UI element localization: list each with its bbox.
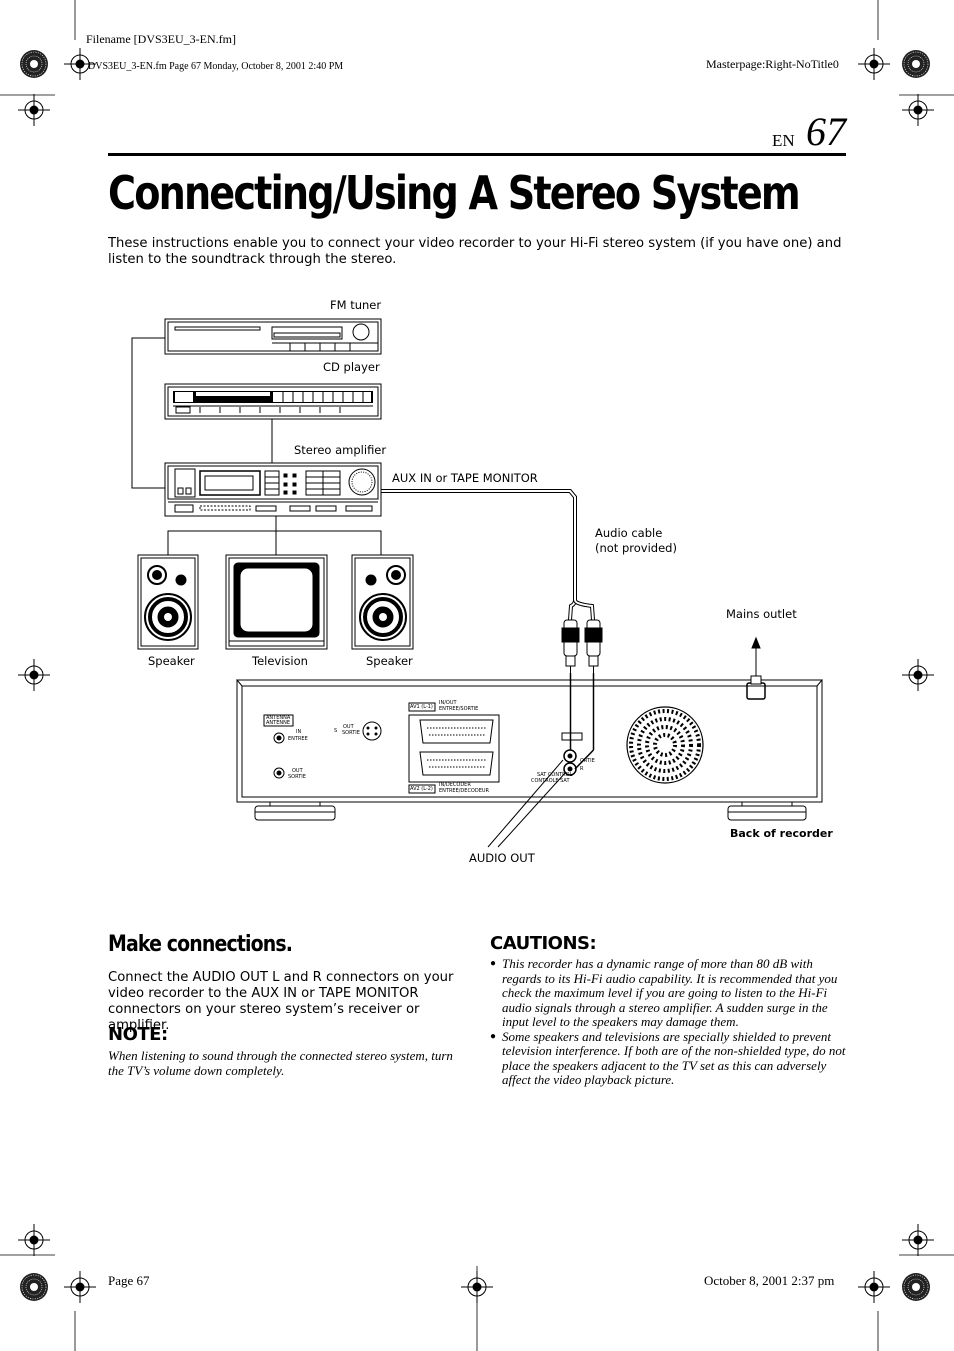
stereo-amplifier: [164, 462, 382, 517]
cd-player: [164, 383, 382, 420]
caution-item: ●This recorder has a dynamic range of mo…: [490, 956, 838, 1029]
cautions-list: ●This recorder has a dynamic range of mo…: [490, 956, 846, 1088]
page-number: 67: [806, 109, 846, 154]
panel-out: OUT: [292, 768, 303, 774]
label-television: Television: [252, 654, 308, 668]
panel-antenne: ANTENNE: [266, 720, 291, 726]
panel-av1: AV1 (L-1): [410, 704, 433, 710]
page-title: Connecting/Using A Stereo System: [108, 166, 801, 220]
recorder-back-drawing: [235, 636, 824, 848]
label-stereo-amplifier: Stereo amplifier: [294, 443, 387, 457]
label-fm-tuner: FM tuner: [330, 298, 382, 312]
panel-sat2: CONTROLE SAT: [531, 778, 570, 784]
make-connections-heading: Make connections.: [108, 932, 293, 957]
label-not-provided: (not provided): [595, 541, 677, 555]
header-lang: EN: [772, 131, 795, 150]
panel-av1-desc1: IN/OUT: [439, 700, 457, 706]
label-audio-out: AUDIO OUT: [469, 851, 535, 865]
header-masterpage: Masterpage:Right-NoTitle0: [706, 57, 839, 71]
panel-sortie: SORTIE: [288, 774, 306, 780]
note-text: When listening to sound through the conn…: [108, 1048, 453, 1078]
label-cd-player: CD player: [323, 360, 380, 374]
panel-entree: ENTREE: [288, 736, 308, 742]
panel-av1-desc2: ENTREE/SORTIE: [439, 706, 479, 712]
panel-in: IN: [296, 729, 302, 735]
label-speaker-right: Speaker: [366, 654, 413, 668]
label-mains-outlet: Mains outlet: [726, 607, 797, 621]
label-back-of-recorder: Back of recorder: [730, 827, 833, 840]
panel-ortie: ORTIE: [580, 758, 595, 764]
speaker-right-drawing: [351, 554, 414, 650]
television-drawing: [225, 554, 328, 650]
footer-page: Page 67: [108, 1273, 150, 1288]
panel-av2: AV2 (L-2): [410, 786, 433, 792]
label-audio-cable: Audio cable: [595, 526, 663, 540]
label-speaker-left: Speaker: [148, 654, 195, 668]
note-heading: NOTE:: [108, 1024, 168, 1045]
rca-plugs: [561, 619, 603, 673]
cautions-heading: CAUTIONS:: [490, 933, 597, 954]
caution-item: ●Some speakers and televisions are speci…: [490, 1028, 846, 1087]
panel-s: S: [334, 728, 338, 734]
panel-r: R: [580, 766, 584, 772]
panel-sat1: SAT CONTROL: [537, 772, 573, 778]
panel-out2: OUT: [343, 724, 354, 730]
header-filename: Filename [DVS3EU_3-EN.fm]: [86, 32, 236, 46]
footer-date: October 8, 2001 2:37 pm: [704, 1273, 835, 1288]
fm-tuner: [164, 318, 382, 355]
make-connections-body: Connect the AUDIO OUT L and R connectors…: [108, 970, 454, 1033]
panel-av2-desc1: IN/DECODER: [439, 782, 471, 788]
intro-paragraph: These instructions enable you to connect…: [108, 236, 842, 267]
header-fileinfo: DVS3EU_3-EN.fm Page 67 Monday, October 8…: [88, 61, 344, 72]
panel-sortie2: SORTIE: [342, 730, 360, 736]
label-aux-in: AUX IN or TAPE MONITOR: [392, 471, 538, 485]
speaker-left-drawing: [137, 554, 199, 650]
panel-antenna: ANTENNA: [266, 715, 291, 721]
panel-av2-desc2: ENTREE/DECODEUR: [439, 788, 490, 794]
